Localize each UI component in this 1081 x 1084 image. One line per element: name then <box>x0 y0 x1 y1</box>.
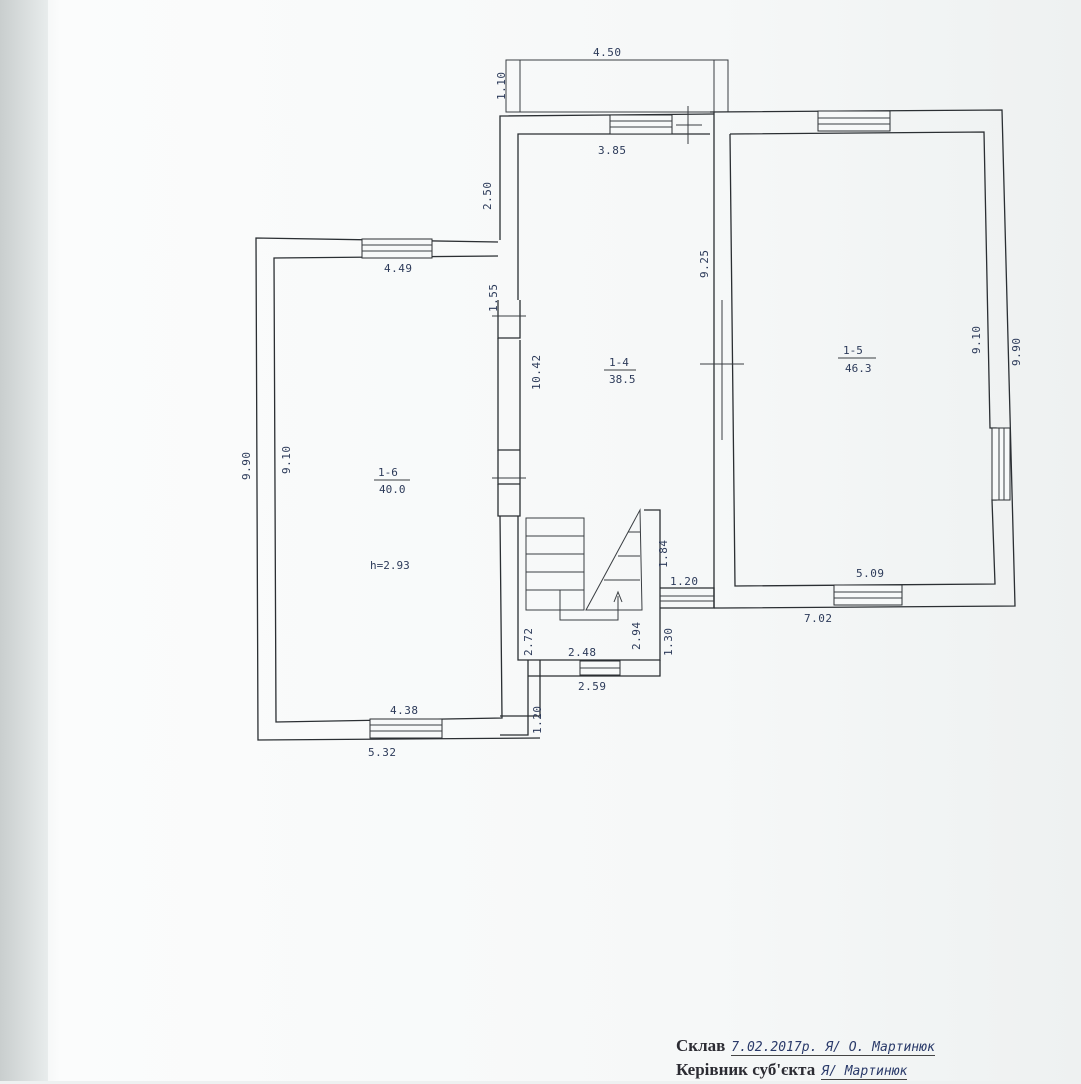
dim-stair-h: 1.84 <box>657 540 670 569</box>
dim-entry-width: 2.59 <box>578 680 607 693</box>
page-shadow <box>0 0 48 1081</box>
dim-stair-w: 1.20 <box>670 575 699 588</box>
head-row: Керівник суб'єкта Я/ Мартинюк <box>676 1060 1081 1084</box>
composed-signature: 7.02.2017р. Я/ О. Мартинюк <box>731 1040 935 1056</box>
dim-hall-right: 9.25 <box>698 250 711 279</box>
dim-left-bottom-outer: 5.32 <box>368 746 397 759</box>
room-1-4-walls <box>492 106 715 517</box>
dim-right-bottom-outer: 7.02 <box>804 612 833 625</box>
room-1-4-id: 1-4 <box>609 356 629 369</box>
dim-porch-width: 4.50 <box>593 46 622 59</box>
room-1-5-id: 1-5 <box>843 344 863 357</box>
dim-hall-top: 3.85 <box>598 144 627 157</box>
composed-row: Склав 7.02.2017р. Я/ О. Мартинюк <box>676 1036 1081 1060</box>
dim-wall-step: 1.55 <box>487 284 500 313</box>
dim-stair-right: 2.94 <box>630 622 643 651</box>
room-1-5-area: 46.3 <box>845 362 872 375</box>
room-1-6-height: h=2.93 <box>370 559 410 572</box>
head-signature: Я/ Мартинюк <box>821 1064 908 1080</box>
room-1-6-area: 40.0 <box>379 483 406 496</box>
dim-left-top: 4.49 <box>384 262 413 275</box>
dim-left-inner: 9.10 <box>280 446 293 475</box>
dim-left-outer: 9.90 <box>240 452 253 481</box>
dim-stair-left: 2.72 <box>522 628 535 657</box>
composed-label: Склав <box>676 1036 726 1055</box>
dimension-labels: 4.50 1.10 3.85 2.50 4.49 1.55 10.42 9.25… <box>240 46 1023 759</box>
dim-entry-side: 1.20 <box>531 706 544 735</box>
dim-room5-outer: 9.90 <box>1010 338 1023 367</box>
room-1-6-id: 1-6 <box>378 466 398 479</box>
room-1-4-area: 38.5 <box>609 373 636 386</box>
dim-stair-base: 2.48 <box>568 646 597 659</box>
dim-room5-inner: 9.10 <box>970 326 983 355</box>
porch <box>505 59 729 113</box>
room-labels: 1-4 38.5 1-5 46.3 1-6 40.0 h=2.93 <box>370 344 876 572</box>
room-1-5-walls <box>700 109 1016 609</box>
dim-hall-side: 2.50 <box>481 182 494 211</box>
head-label: Керівник суб'єкта <box>676 1060 816 1079</box>
room-1-6-walls <box>255 237 541 741</box>
dim-left-bottom-inner: 4.38 <box>390 704 419 717</box>
signature-block: Склав 7.02.2017р. Я/ О. Мартинюк Керівни… <box>676 1036 1081 1084</box>
dim-mid-wall: 10.42 <box>530 354 543 390</box>
dim-entry-depth: 1.30 <box>662 628 675 657</box>
staircase <box>500 508 715 736</box>
dim-porch-depth: 1.10 <box>495 72 508 101</box>
dim-right-bottom-inner: 5.09 <box>856 567 885 580</box>
